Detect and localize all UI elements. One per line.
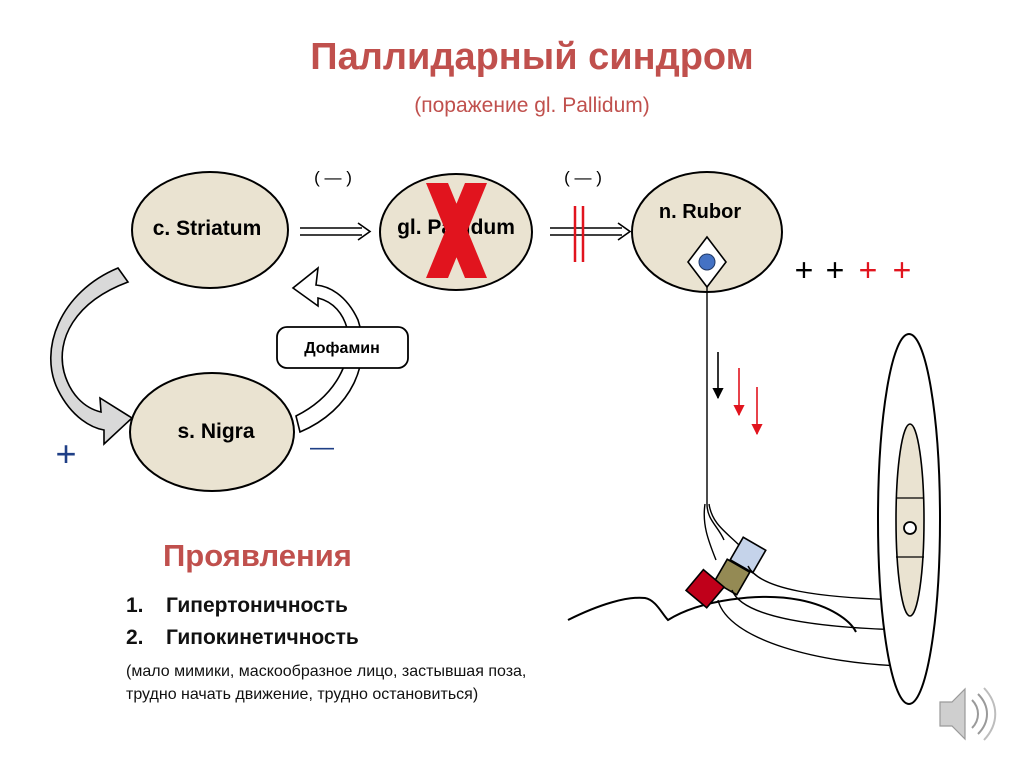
striatum-label: c. Striatum: [153, 217, 262, 240]
rubor-label: n. Rubor: [659, 201, 741, 223]
plus-black-1: +: [795, 252, 814, 288]
spinal-cord-outline: [567, 595, 857, 633]
note-line-2: трудно начать движение, трудно остановит…: [126, 686, 479, 703]
inhibition-label-2: ( — ): [564, 168, 602, 187]
manifestations-note: (мало мимики, маскообразное лицо, застыв…: [126, 660, 666, 706]
plus-red-1: +: [859, 252, 878, 288]
dopamine-box: [276, 326, 409, 369]
list-item-number: 2.: [126, 626, 144, 649]
list-item: 1. Гипертоничность: [126, 590, 359, 622]
plus-black-2: +: [826, 252, 845, 288]
note-line-1: (мало мимики, маскообразное лицо, застыв…: [126, 663, 527, 680]
page-title: Паллидарный синдром: [310, 36, 754, 78]
striatum-node: [131, 171, 289, 289]
descending-tract: [703, 287, 741, 561]
muscle-spindle: [877, 333, 941, 705]
manifestations-heading: Проявления: [163, 538, 352, 573]
neuron-squares: [684, 536, 767, 609]
list-item-number: 1.: [126, 594, 144, 617]
minus-right: —: [310, 434, 334, 461]
plus-red-2: +: [893, 252, 912, 288]
nigra-node: [129, 372, 295, 492]
striatum-to-nigra-arrow: [50, 267, 134, 446]
speaker-icon[interactable]: [939, 687, 997, 741]
list-item-text: Гипокинетичность: [166, 626, 359, 649]
plus-left: +: [55, 433, 76, 474]
manifestations-list: 1. Гипертоничность 2. Гипокинетичность: [126, 590, 359, 654]
inhibition-label-1: ( — ): [314, 168, 352, 187]
red-x-icon: [426, 183, 487, 278]
nigra-label: s. Nigra: [177, 420, 254, 443]
dopamine-label: Дофамин: [304, 340, 380, 357]
motor-axons: [717, 565, 909, 667]
list-item: 2. Гипокинетичность: [126, 622, 359, 654]
striatum-to-pallidum-arrow: [300, 222, 372, 241]
pallidum-to-rubor-arrow: [550, 206, 632, 262]
list-item-text: Гипертоничность: [166, 594, 348, 617]
page-subtitle: (поражение gl. Pallidum): [414, 94, 650, 117]
